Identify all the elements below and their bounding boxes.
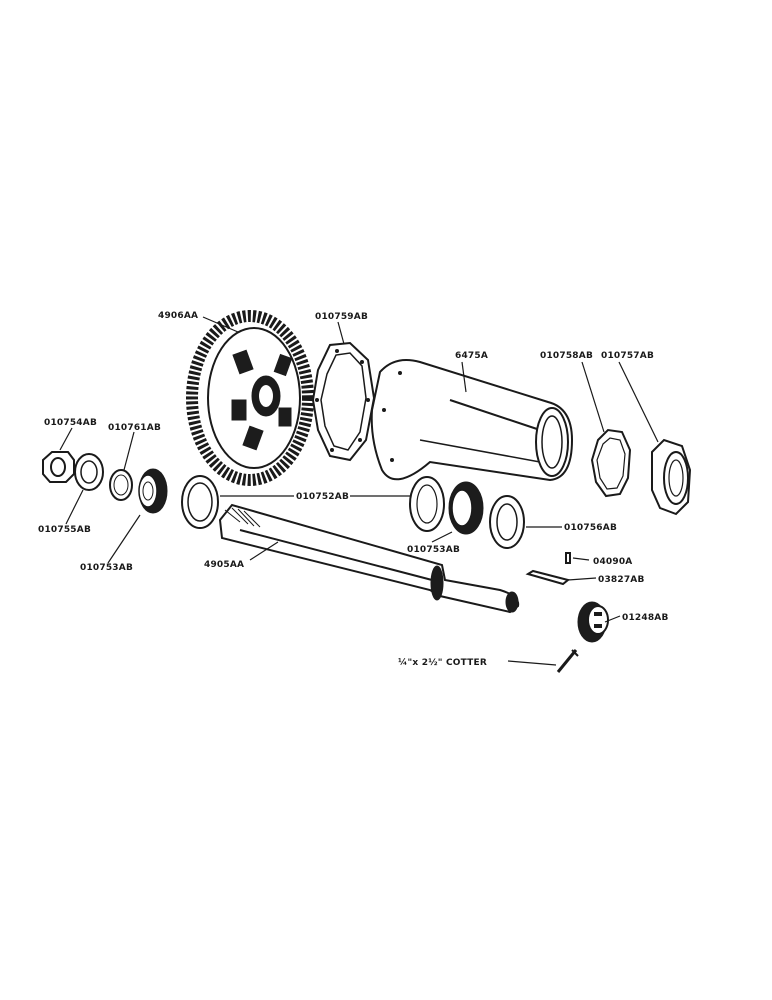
housing <box>370 359 574 482</box>
key <box>525 569 571 586</box>
label-gear: 4906AA <box>158 311 198 321</box>
label-gasket-small: 010758AB <box>540 351 593 361</box>
label-shaft: 4905AA <box>204 560 244 570</box>
label-flange: 01248AB <box>622 613 669 623</box>
label-housing: 6475A <box>455 351 488 361</box>
label-gasket-large: 010759AB <box>315 312 368 322</box>
label-bearing-left: 010753AB <box>80 563 133 573</box>
cup <box>181 475 219 529</box>
label-cup: 010752AB <box>296 492 349 502</box>
nut <box>42 451 75 483</box>
label-cone: 010756AB <box>564 523 617 533</box>
label-nut: 010754AB <box>44 418 97 428</box>
washer <box>74 453 104 491</box>
leader-lines <box>59 316 659 666</box>
gasket-small <box>590 428 632 498</box>
cone <box>489 495 525 549</box>
label-key: 03827AB <box>598 575 645 585</box>
bearing-left <box>138 468 168 514</box>
label-bearing-mid: 010753AB <box>407 545 460 555</box>
ring <box>109 469 133 501</box>
flange <box>577 601 609 643</box>
label-pin: 04090A <box>593 557 632 567</box>
gear <box>186 310 314 486</box>
bearing-mid-cup <box>409 476 445 532</box>
pin <box>565 552 571 564</box>
retainer <box>651 438 692 516</box>
shaft <box>218 503 520 614</box>
label-washer: 010755AB <box>38 525 91 535</box>
label-ring: 010761AB <box>108 423 161 433</box>
bearing-mid <box>448 481 484 535</box>
cotter <box>556 649 579 673</box>
label-cotter: ¼"x 2½" COTTER <box>398 657 487 668</box>
label-retainer: 010757AB <box>601 351 654 361</box>
gasket-large <box>311 341 376 462</box>
